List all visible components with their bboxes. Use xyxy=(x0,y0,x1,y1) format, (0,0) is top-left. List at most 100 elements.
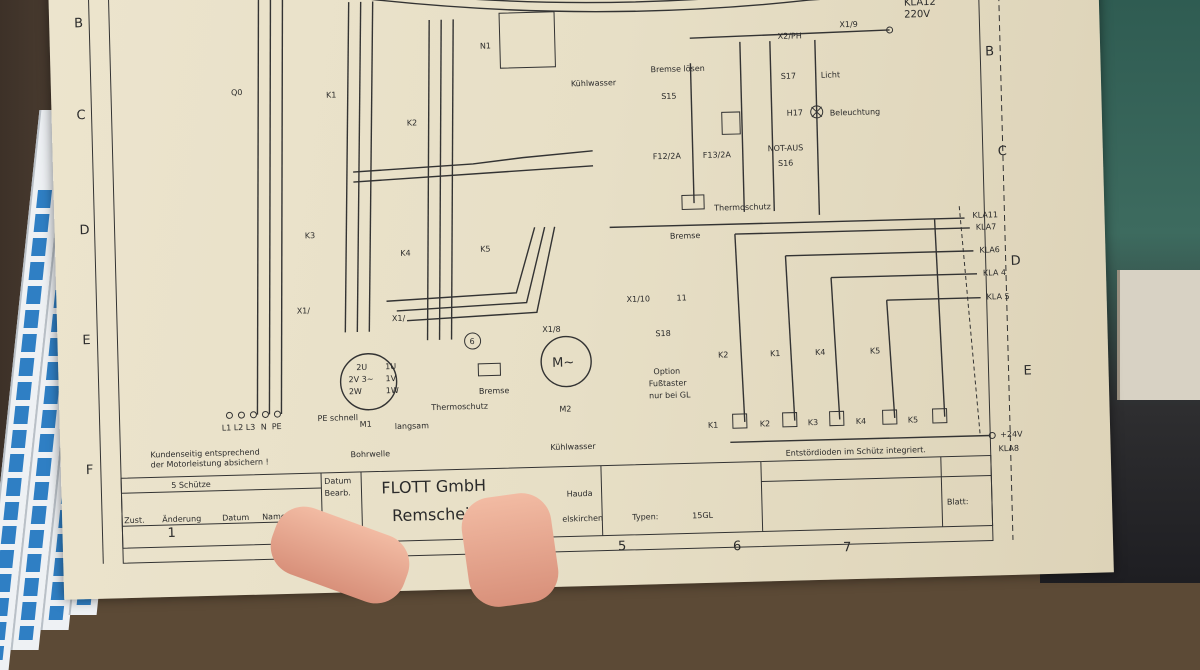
s18-label: S18 xyxy=(655,329,670,338)
m2-symbol: M~ xyxy=(552,355,574,371)
x19-label: X1/9 xyxy=(839,20,858,29)
k5-contact-label: K5 xyxy=(870,346,881,355)
m1-2w: 2W xyxy=(349,387,362,396)
n1-coil xyxy=(721,111,741,135)
typ-value: 15GL xyxy=(692,511,714,521)
title-block xyxy=(120,454,994,549)
brake-coil xyxy=(681,194,705,210)
kuehlwasser-label: Kühlwasser xyxy=(550,442,596,452)
m1-1w: 1W xyxy=(386,386,399,395)
coil-k4-label: K4 xyxy=(856,417,867,426)
schuetze-label: 5 Schütze xyxy=(171,480,211,490)
h17-label: H17 xyxy=(787,108,803,117)
k2-label: K2 xyxy=(407,118,418,127)
k5-label: K5 xyxy=(480,245,491,254)
sheet-frame xyxy=(107,0,994,564)
beleuchtung-label: Beleuchtung xyxy=(830,107,881,117)
m1-1u: 1U xyxy=(385,362,396,371)
hand-finger-right xyxy=(457,489,563,611)
pe-schnell-label: PE schnell xyxy=(317,413,358,423)
coil-k1-label: K1 xyxy=(708,421,719,430)
q0-label: Q0 xyxy=(231,88,243,97)
kla-bus xyxy=(609,206,981,436)
coil-branches xyxy=(734,218,946,422)
k3-label: K3 xyxy=(305,231,316,240)
m1-label: M1 xyxy=(360,420,372,429)
hauda-label: Hauda xyxy=(567,489,593,499)
row-letter-e: E xyxy=(82,333,91,348)
aenderung-label: Änderung xyxy=(162,513,201,524)
bremse2-label: Bremse xyxy=(479,386,510,396)
thermoschutz2-label: Thermoschutz xyxy=(430,402,488,413)
bremse-loesen-label: Bremse lösen xyxy=(650,64,704,74)
s16-label: S16 xyxy=(778,159,793,168)
x11-label: 11 xyxy=(676,293,686,302)
name-label: Name xyxy=(262,512,286,522)
col-6: 6 xyxy=(733,539,742,554)
n1-label: N1 xyxy=(480,41,491,50)
typen-label: Typen: xyxy=(631,512,658,522)
l2-label: L2 xyxy=(234,423,244,432)
city-label: Remscheid xyxy=(392,504,480,525)
row-letter-e-right: E xyxy=(1023,363,1032,378)
entstoer-label: Entstördioden im Schütz integriert. xyxy=(786,445,927,458)
elskirchen-label: elskirchen xyxy=(562,514,603,524)
kla7-label: KLA7 xyxy=(976,222,997,232)
coil-k3-label: K3 xyxy=(808,418,819,427)
kla4-label: KLA 4 xyxy=(983,268,1006,278)
k2-contact-label: K2 xyxy=(718,350,729,359)
x1b-label: X1/ xyxy=(392,314,406,323)
kla5-label: KLA 5 xyxy=(987,292,1010,302)
s15-label: S15 xyxy=(661,92,676,101)
kla11-label: KLA11 xyxy=(972,210,998,220)
coils-row: K1 K2 K3 K4 K5 xyxy=(708,408,948,430)
coil-k5-label: K5 xyxy=(908,415,919,424)
bearb-label: Bearb. xyxy=(324,488,350,498)
row-letter-b: B xyxy=(74,16,83,31)
x110-label: X1/10 xyxy=(626,294,650,304)
row-letter-d-right: D xyxy=(1010,254,1020,269)
kuehlwasser-top-label: Kühlwasser xyxy=(571,78,617,88)
brake-symbol xyxy=(477,362,502,377)
bohrwelle-label: Bohrwelle xyxy=(350,449,390,459)
datum-label: Datum xyxy=(324,476,351,486)
company-label: FLOTT GmbH xyxy=(381,476,486,498)
licht-label: Licht xyxy=(821,70,841,80)
n1-relay xyxy=(498,11,556,69)
zust-label: Zust. xyxy=(124,516,145,526)
motor-m1 xyxy=(339,353,398,411)
notaus-label: NOT-AUS xyxy=(768,143,804,153)
coil-k2-label: K2 xyxy=(760,419,771,428)
motor-m2 xyxy=(540,335,592,388)
k4-label: K4 xyxy=(400,249,411,258)
x1-label: X1/ xyxy=(297,306,311,315)
f13-label: F13/2A xyxy=(703,150,732,160)
option-label: Option xyxy=(653,367,680,377)
supply-terminals xyxy=(225,410,281,419)
row-letter-f: F xyxy=(86,463,94,478)
m2-label: M2 xyxy=(559,404,571,413)
row-letter-c: C xyxy=(76,108,85,123)
k4-contact-label: K4 xyxy=(815,348,826,357)
bremse-label: Bremse xyxy=(670,231,701,241)
k1-label: K1 xyxy=(326,90,337,99)
note-line2: der Motorleistung absichern ! xyxy=(151,457,269,469)
nur-bei-label: nur bei GL xyxy=(649,390,691,400)
vertical-wires xyxy=(256,0,454,415)
voltage-label: 220V xyxy=(904,9,930,21)
kla8-label: KLA8 xyxy=(998,444,1019,454)
kla12-label: KLA12 xyxy=(904,0,936,9)
note-line1: Kundenseitig entsprechend xyxy=(150,448,260,460)
pe-label: PE xyxy=(272,422,282,431)
col-5: 5 xyxy=(618,539,627,554)
col-1: 1 xyxy=(167,526,176,541)
datum2-label: Datum xyxy=(222,513,249,523)
kla6-label: KLA6 xyxy=(979,245,1000,255)
l3-label: L3 xyxy=(246,423,256,432)
circle-6 xyxy=(464,332,482,350)
row-letter-d: D xyxy=(79,223,89,238)
m1-2u: 2U xyxy=(356,363,367,372)
m1-1v: 1V xyxy=(385,374,396,383)
phase-line xyxy=(689,29,890,39)
background-object xyxy=(1117,270,1200,400)
